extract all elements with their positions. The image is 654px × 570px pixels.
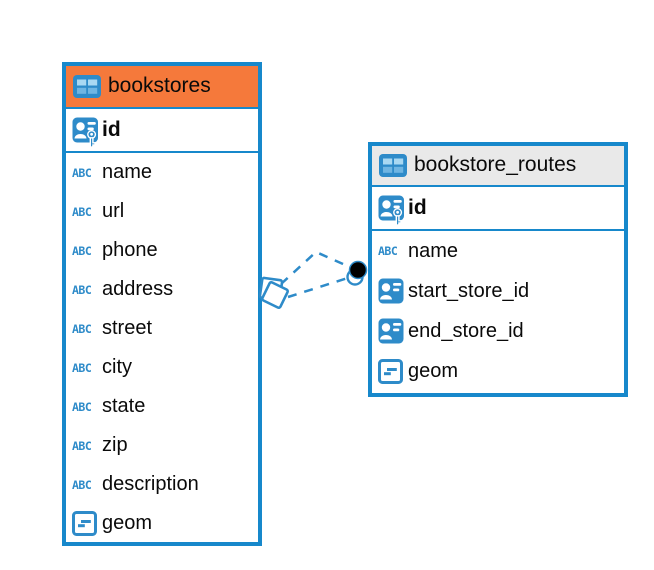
table-title: bookstores: [108, 74, 211, 98]
column-row-city[interactable]: ABC city: [66, 348, 258, 387]
table-icon: [378, 153, 414, 178]
geometry-type-icon: [72, 511, 102, 536]
column-name: state: [102, 395, 146, 417]
column-row-address[interactable]: ABC address: [66, 270, 258, 309]
column-name: name: [102, 161, 153, 183]
text-type-icon: ABC: [72, 477, 92, 492]
text-type-icon: ABC: [72, 360, 92, 375]
column-name: geom: [408, 359, 459, 382]
column-row-street[interactable]: ABC street: [66, 309, 258, 348]
column-row-name[interactable]: ABC name: [372, 231, 624, 271]
primary-key-row[interactable]: id: [66, 109, 258, 153]
text-type-icon: ABC: [72, 438, 92, 453]
column-row-url[interactable]: ABC url: [66, 192, 258, 231]
column-name: city: [102, 356, 132, 378]
table-icon: [72, 74, 108, 99]
geometry-type-icon: [378, 358, 408, 384]
table-header-bookstores[interactable]: bookstores: [66, 66, 258, 109]
primary-key-icon: [72, 117, 102, 148]
column-row-zip[interactable]: ABC zip: [66, 426, 258, 465]
text-type-icon: ABC: [72, 321, 92, 336]
column-name: end_store_id: [408, 319, 524, 342]
column-row-end-store-id[interactable]: end_store_id: [372, 311, 624, 351]
primary-key-row[interactable]: id: [372, 187, 624, 231]
table-bookstore-routes[interactable]: bookstore_routes id ABC name: [368, 142, 628, 397]
column-name: name: [408, 239, 459, 262]
dot-marker: [346, 260, 368, 286]
relationship-line[interactable]: [280, 250, 353, 285]
column-row-geom[interactable]: geom: [66, 504, 258, 543]
text-type-icon: ABC: [72, 243, 92, 258]
primary-key-icon: [378, 195, 408, 226]
text-type-icon: ABC: [72, 282, 92, 297]
column-row-name[interactable]: ABC name: [66, 153, 258, 192]
column-name: street: [102, 317, 153, 339]
column-row-phone[interactable]: ABC phone: [66, 231, 258, 270]
table-title: bookstore_routes: [414, 153, 577, 177]
relationship-line[interactable]: [287, 275, 352, 299]
column-row-geom[interactable]: geom: [372, 351, 624, 391]
column-name: start_store_id: [408, 279, 530, 302]
text-type-icon: ABC: [72, 165, 92, 180]
table-bookstores[interactable]: bookstores id ABC name ABC url A: [62, 62, 262, 546]
table-header-bookstore-routes[interactable]: bookstore_routes: [372, 146, 624, 187]
text-type-icon: ABC: [72, 204, 92, 219]
column-name: address: [102, 278, 174, 300]
column-row-start-store-id[interactable]: start_store_id: [372, 271, 624, 311]
diamond-marker: [258, 276, 289, 309]
text-type-icon: ABC: [72, 399, 92, 414]
column-name: url: [102, 200, 125, 222]
reference-type-icon: [378, 278, 408, 304]
text-type-icon: ABC: [378, 244, 398, 258]
column-name: phone: [102, 239, 158, 261]
primary-key-name: id: [102, 117, 121, 141]
column-row-description[interactable]: ABC description: [66, 465, 258, 504]
column-name: geom: [102, 512, 153, 534]
column-name: description: [102, 473, 199, 495]
reference-type-icon: [378, 318, 408, 344]
column-row-state[interactable]: ABC state: [66, 387, 258, 426]
primary-key-name: id: [408, 195, 427, 219]
column-name: zip: [102, 434, 128, 456]
